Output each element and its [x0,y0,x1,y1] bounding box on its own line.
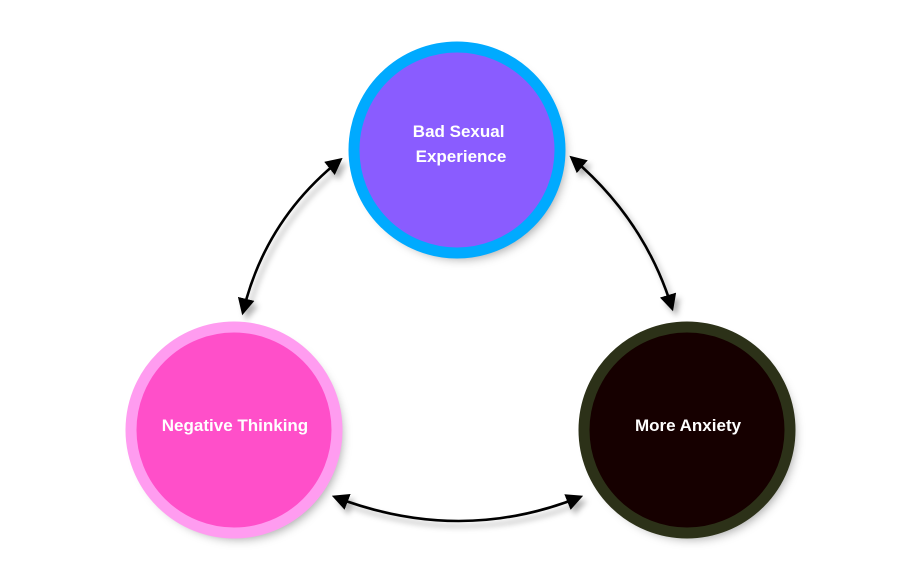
connectors [237,155,677,523]
node-left-label: Negative Thinking [162,416,308,435]
arrow-left-right [331,493,584,523]
node-left-circle [131,327,337,533]
node-right-label: More Anxiety [635,416,742,435]
node-bad-sexual-experience: Bad Sexual Experience [348,41,566,259]
node-right-label-line-1: More Anxiety [635,416,742,435]
node-left-label-line-1: Negative Thinking [162,416,308,435]
node-right-circle [584,327,790,533]
node-right-ring [578,321,796,539]
node-top-label-line-1: Bad Sexual [413,122,505,141]
node-top-circle [354,47,560,253]
arrow-top-right [569,155,677,312]
node-top-label-line-2: Experience [416,147,507,166]
node-top-ring [348,41,566,259]
node-negative-thinking: Negative Thinking [125,321,343,539]
node-more-anxiety: More Anxiety [578,321,796,539]
arrow-top-left [237,157,343,316]
node-top-label: Bad Sexual Experience [413,122,509,166]
node-left-ring [125,321,343,539]
